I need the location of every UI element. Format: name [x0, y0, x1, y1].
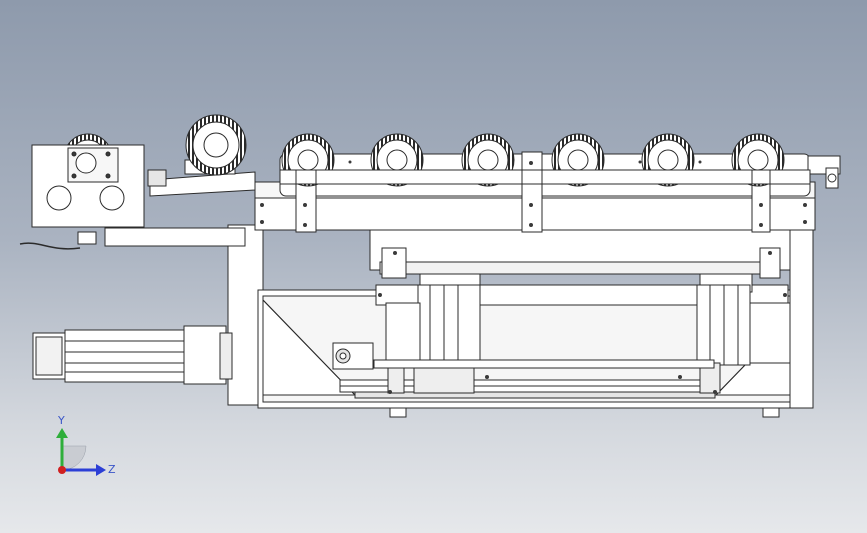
servo-motor-cylinder — [32, 325, 233, 385]
roller-wheel — [185, 114, 247, 176]
base-bolts — [388, 375, 717, 394]
cable — [19, 242, 81, 250]
axis-triad[interactable]: Y Z — [40, 400, 130, 490]
z-axis-label: Z — [108, 463, 116, 476]
y-arrow-head — [56, 428, 68, 438]
gearbox-arm — [104, 159, 256, 247]
y-axis-label: Y — [57, 414, 65, 427]
lift-cylinder — [332, 247, 791, 394]
conveyor-frame — [254, 151, 841, 233]
x-axis-dot — [58, 466, 66, 474]
gearbox-housing — [31, 144, 145, 245]
triad-arc — [61, 445, 87, 471]
roller-wheel-group — [279, 133, 811, 187]
lift-plate — [369, 229, 791, 306]
z-arrow-head — [96, 464, 106, 476]
support-foot — [389, 407, 780, 418]
